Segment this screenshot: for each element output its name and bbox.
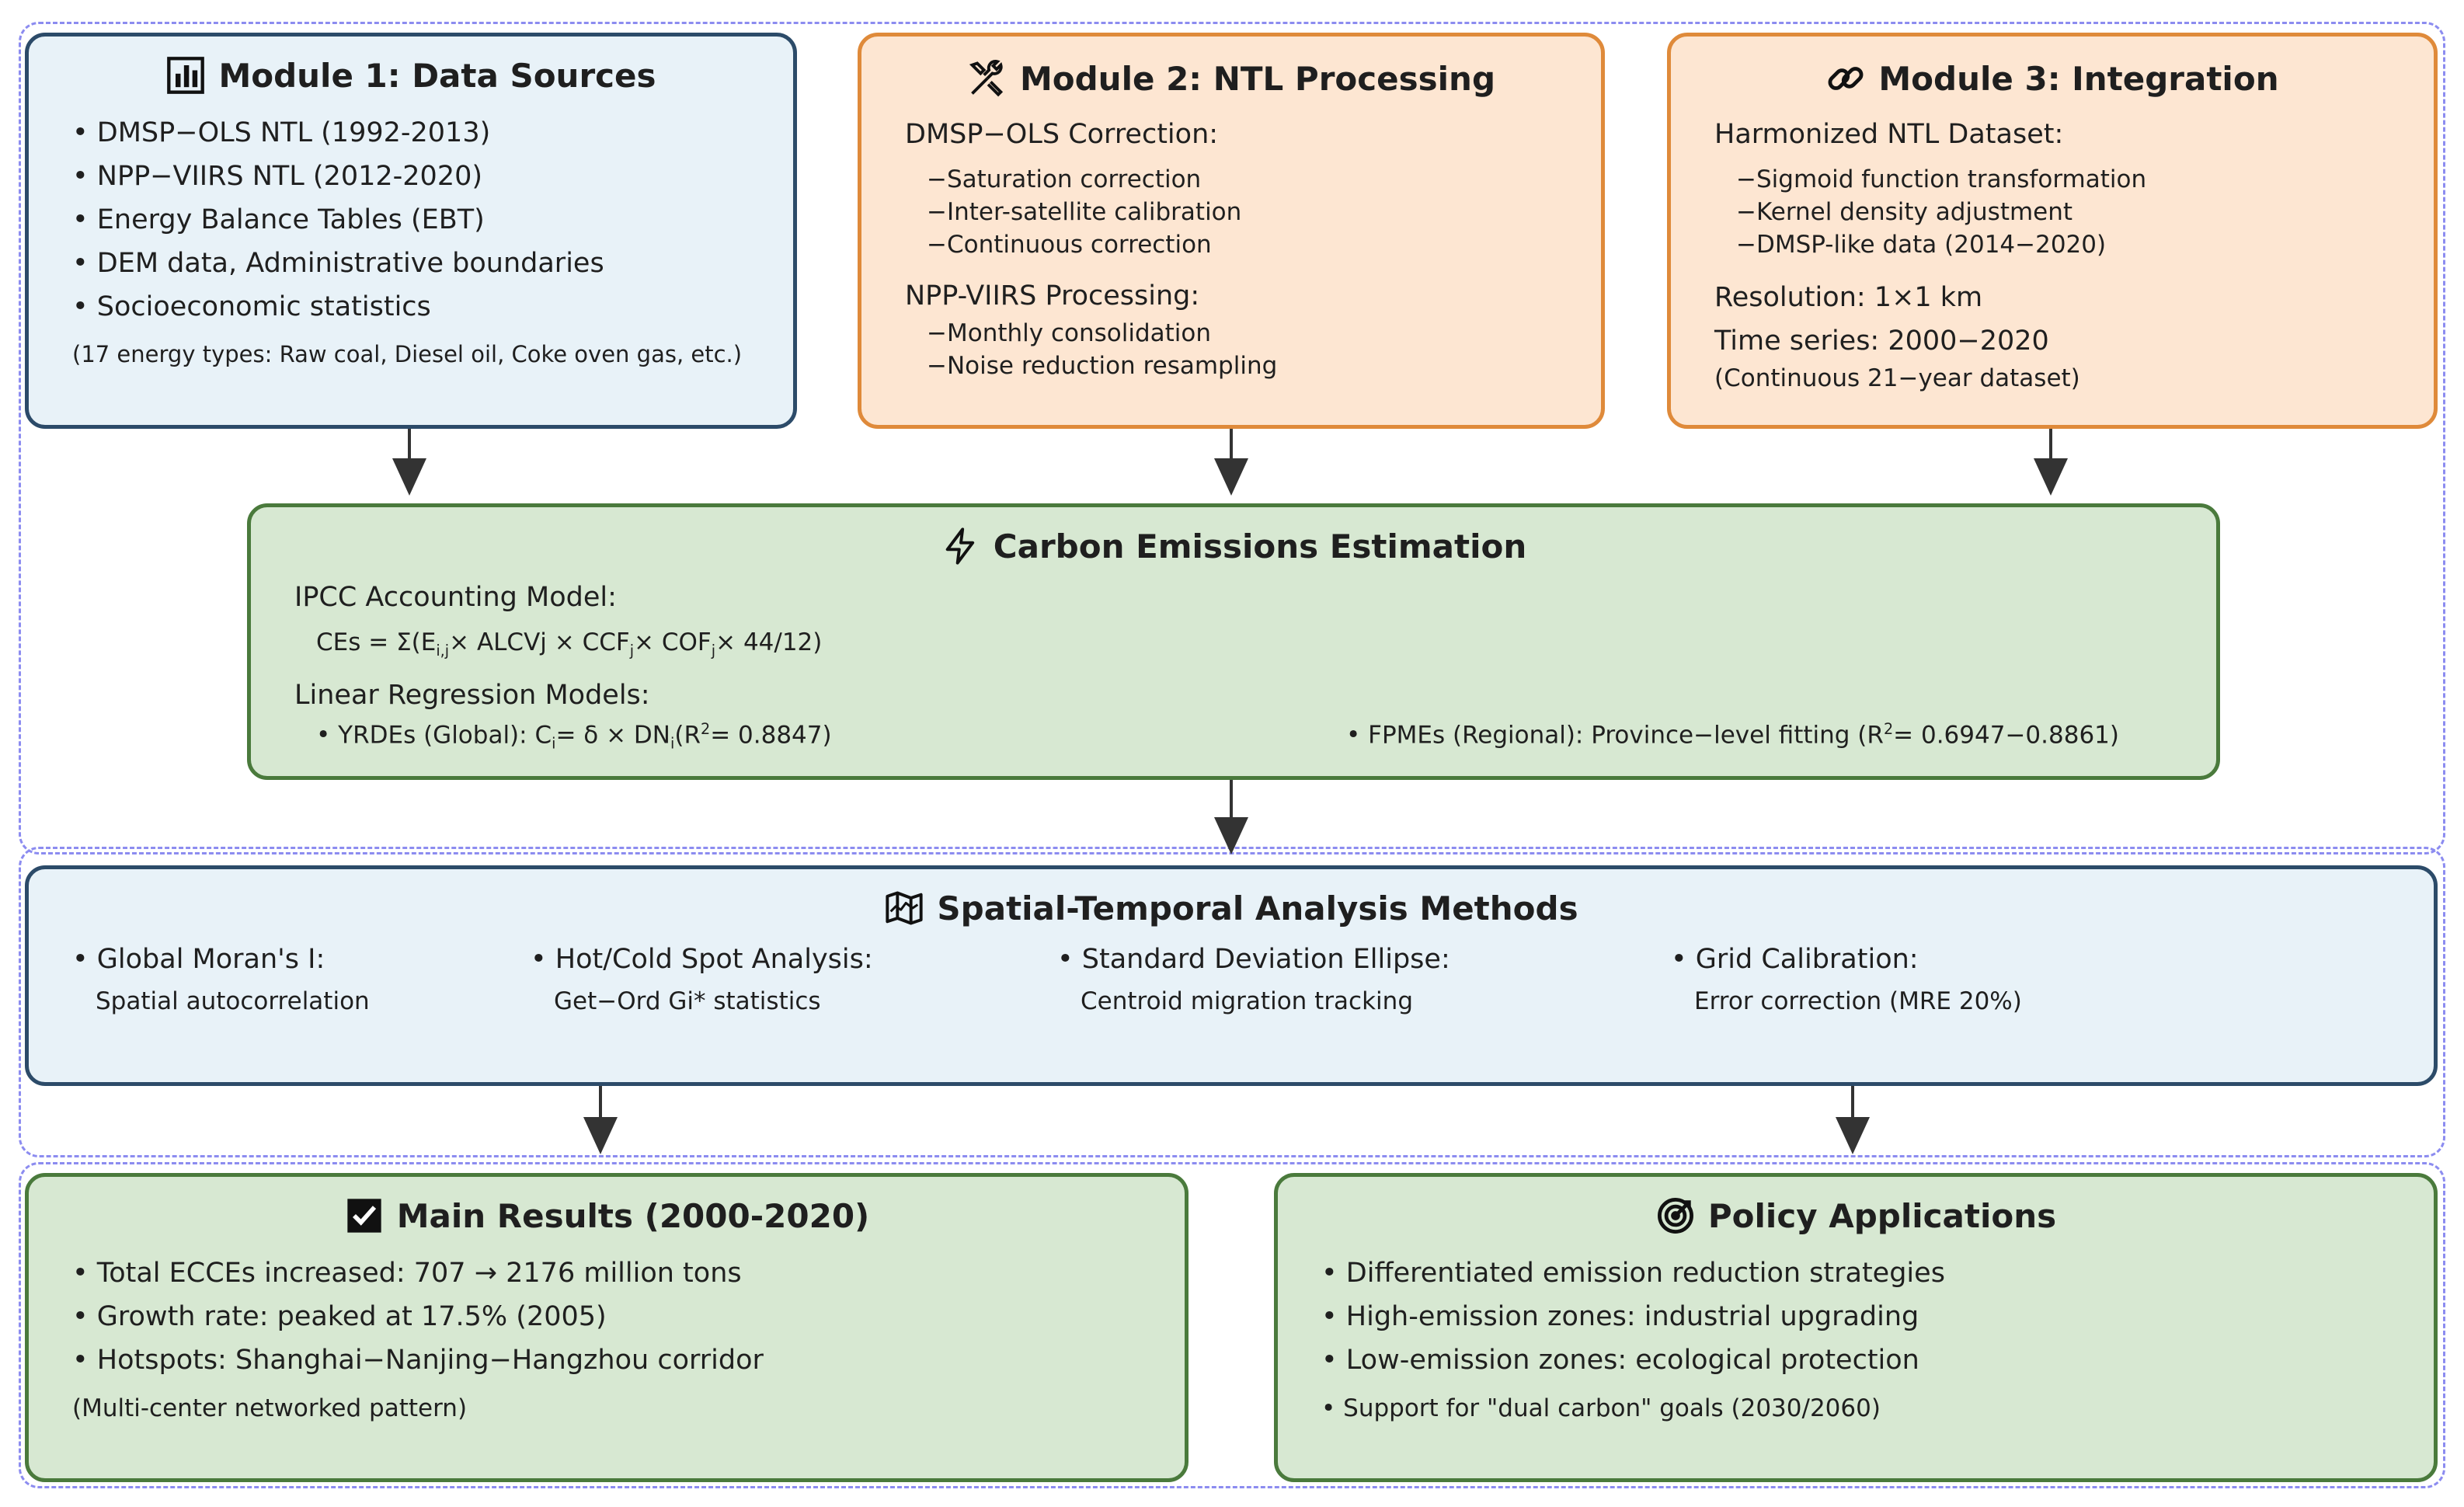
carbon-title-text: Carbon Emissions Estimation [993, 527, 1527, 566]
harmonized-heading: Harmonized NTL Dataset: [1714, 119, 2064, 150]
dmsp-step: −Saturation correction [927, 165, 1202, 193]
viirs-heading: NPP-VIIRS Processing: [905, 280, 1200, 311]
method-desc: Spatial autocorrelation [96, 987, 370, 1015]
spatial-title-text: Spatial-Temporal Analysis Methods [937, 889, 1578, 928]
resolution: Resolution: 1×1 km [1714, 282, 1983, 313]
module-1-note: (17 energy types: Raw coal, Diesel oil, … [72, 341, 743, 367]
method-desc: Centroid migration tracking [1081, 987, 1413, 1015]
viirs-step: −Monthly consolidation [927, 319, 1212, 347]
policy-note: Support for "dual carbon" goals (2030/20… [1321, 1394, 1881, 1422]
carbon-title: Carbon Emissions Estimation [251, 526, 2216, 566]
policy-item: Low-emission zones: ecological protectio… [1321, 1345, 1919, 1376]
results-title: Main Results (2000-2020) [29, 1196, 1185, 1236]
policy-title-text: Policy Applications [1707, 1196, 2057, 1235]
integration-step: −Kernel density adjustment [1736, 198, 2073, 226]
method-name: Global Moran's I: [72, 944, 325, 975]
result-item: Growth rate: peaked at 17.5% (2005) [72, 1301, 607, 1332]
dmsp-heading: DMSP−OLS Correction: [905, 119, 1219, 150]
dmsp-step: −Continuous correction [927, 231, 1212, 259]
results-title-text: Main Results (2000-2020) [396, 1196, 870, 1235]
time-series: Time series: 2000−2020 [1714, 325, 2049, 357]
module-2-title: Module 2: NTL Processing [861, 58, 1601, 99]
regression-heading: Linear Regression Models: [294, 680, 650, 711]
module-2-ntl-processing: Module 2: NTL Processing DMSP−OLS Correc… [858, 33, 1605, 429]
spatial-title: Spatial-Temporal Analysis Methods [29, 888, 2434, 928]
module-1-title: Module 1: Data Sources [29, 55, 793, 96]
policy-item: High-emission zones: industrial upgradin… [1321, 1301, 1919, 1332]
method-desc: Get−Ord Gi* statistics [554, 987, 821, 1015]
integration-step: −DMSP-like data (2014−2020) [1736, 231, 2107, 259]
map-icon [886, 891, 924, 925]
policy-title: Policy Applications [1278, 1196, 2434, 1236]
method-name: Standard Deviation Ellipse: [1057, 944, 1450, 975]
target-icon [1657, 1198, 1693, 1234]
list-item: Energy Balance Tables (EBT) [72, 204, 485, 235]
list-item: DMSP−OLS NTL (1992-2013) [72, 117, 490, 148]
main-results: Main Results (2000-2020) Total ECCEs inc… [25, 1173, 1188, 1482]
module-1-title-text: Module 1: Data Sources [218, 56, 656, 95]
list-item: Socioeconomic statistics [72, 291, 431, 322]
result-item: Hotspots: Shanghai−Nanjing−Hangzhou corr… [72, 1345, 764, 1376]
result-item: Total ECCEs increased: 707 → 2176 millio… [72, 1258, 742, 1289]
viirs-step: −Noise reduction resampling [927, 352, 1278, 380]
list-item: NPP−VIIRS NTL (2012-2020) [72, 161, 482, 192]
module-3-title: Module 3: Integration [1671, 58, 2434, 99]
group-frame-bottom [19, 1162, 2445, 1488]
link-icon [1828, 67, 1864, 90]
module-1-data-sources: Module 1: Data Sources DMSP−OLS NTL (199… [25, 33, 797, 429]
integration-step: −Sigmoid function transformation [1736, 165, 2147, 193]
module-3-title-text: Module 3: Integration [1878, 59, 2279, 98]
method-desc: Error correction (MRE 20%) [1694, 987, 2022, 1015]
method-name: Hot/Cold Spot Analysis: [531, 944, 873, 975]
carbon-emissions-estimation: Carbon Emissions Estimation IPCC Account… [247, 503, 2220, 780]
module-3-note: (Continuous 21−year dataset) [1714, 364, 2080, 392]
checkbox-icon [347, 1199, 381, 1233]
fpmes-model: FPMEs (Regional): Province−level fitting… [1346, 720, 2119, 749]
bar-chart-icon [167, 57, 205, 94]
policy-applications: Policy Applications Differentiated emiss… [1274, 1173, 2438, 1482]
yrdes-model: YRDEs (Global): Ci= δ × DNi(R2= 0.8847) [316, 720, 831, 753]
results-note: (Multi-center networked pattern) [72, 1394, 468, 1422]
spatial-temporal-analysis: Spatial-Temporal Analysis Methods Global… [25, 865, 2438, 1086]
ipcc-heading: IPCC Accounting Model: [294, 582, 617, 613]
list-item: DEM data, Administrative boundaries [72, 248, 604, 279]
module-2-title-text: Module 2: NTL Processing [1019, 59, 1496, 98]
method-name: Grid Calibration: [1671, 944, 1919, 975]
module-3-integration: Module 3: Integration Harmonized NTL Dat… [1667, 33, 2438, 429]
tools-icon [969, 60, 1004, 97]
ipcc-formula: CEs = Σ(Ei,j× ALCVj × CCFj× COFj× 44/12) [316, 628, 823, 660]
policy-item: Differentiated emission reduction strate… [1321, 1258, 1945, 1289]
lightning-icon [945, 527, 974, 565]
dmsp-step: −Inter-satellite calibration [927, 198, 1242, 226]
